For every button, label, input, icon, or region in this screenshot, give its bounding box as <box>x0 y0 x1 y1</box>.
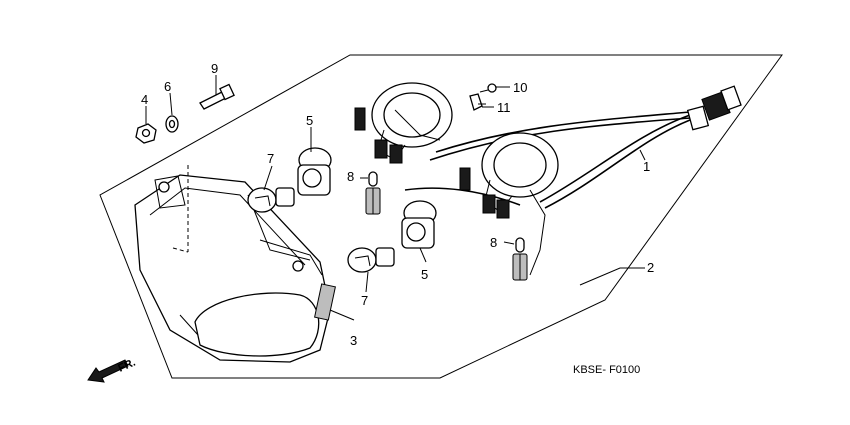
wire-harness <box>404 85 742 209</box>
screw-and-clip <box>469 83 497 111</box>
hardware-parts <box>135 83 235 144</box>
alignment-line-2 <box>172 247 189 253</box>
position-bulb-upper <box>365 171 381 215</box>
callout-9: 9 <box>211 61 218 76</box>
front-direction-arrow: FR. <box>87 357 137 383</box>
callout-3: 4 <box>141 92 148 107</box>
callout-4: 3 <box>350 333 357 348</box>
catalog-code: KBSE- F0100 <box>573 364 640 376</box>
callout-10: 10 <box>513 80 527 95</box>
position-bulb-lower <box>512 237 528 281</box>
headlight-bulb-lower <box>347 247 395 273</box>
headlight-bulb-upper <box>247 187 295 213</box>
callout-8-upper: 8 <box>347 169 354 184</box>
callout-5-lower: 5 <box>421 267 428 282</box>
callout-7-lower: 7 <box>361 293 368 308</box>
leader-lines <box>145 75 646 321</box>
callout-11: 11 <box>497 100 511 115</box>
callout-5-upper: 5 <box>306 113 313 128</box>
upper-bulb-socket-housing <box>354 82 453 164</box>
callout-7-upper: 7 <box>267 151 274 166</box>
lower-bulb-socket-housing <box>459 132 559 276</box>
front-label: FR. <box>116 357 137 375</box>
bulb-socket-upper <box>297 147 332 196</box>
bulb-socket-lower <box>401 200 437 249</box>
callout-2: 2 <box>647 260 654 275</box>
callout-1: 1 <box>643 159 650 174</box>
callout-6: 6 <box>164 79 171 94</box>
assembly-frame <box>99 54 783 379</box>
callout-8-lower: 8 <box>490 235 497 250</box>
headlight-unit <box>134 174 336 363</box>
